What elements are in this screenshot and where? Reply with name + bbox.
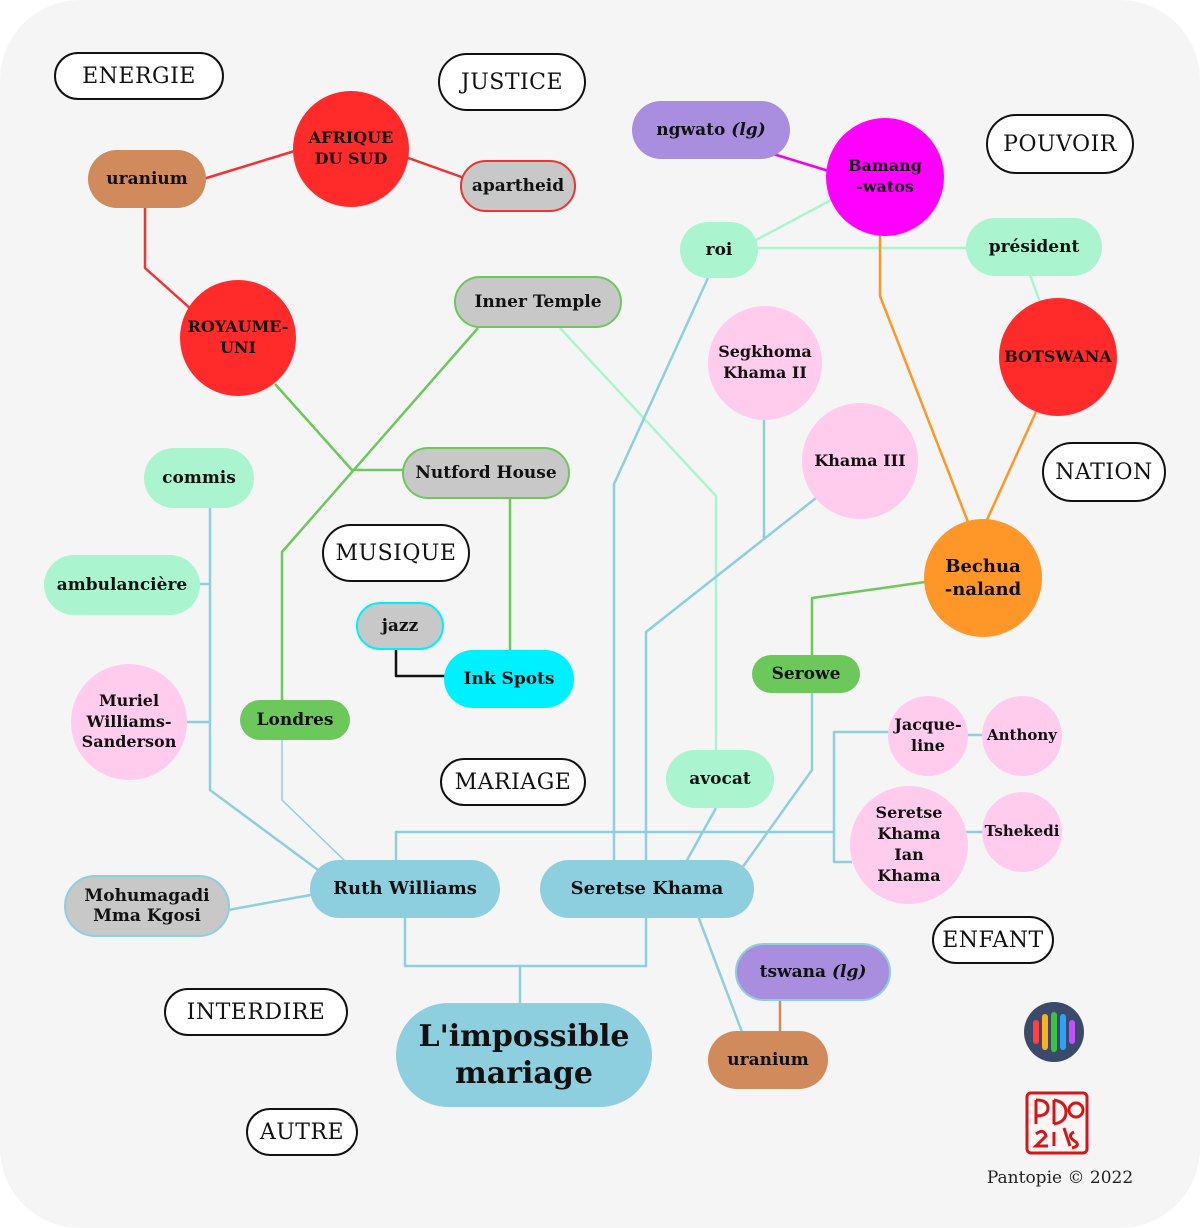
category-energie: ENERGIE <box>54 52 224 100</box>
edge-innertemple-londres <box>280 327 479 702</box>
node-londres: Londres <box>240 700 350 740</box>
tswana-text: tswana <box>759 961 827 982</box>
edge-londres-ruth <box>281 740 347 863</box>
node-ruth-williams: Ruth Williams <box>310 860 500 918</box>
ngwato-lang-suffix: (lg) <box>731 119 766 140</box>
edge-seretse-main <box>520 916 648 968</box>
category-justice: JUSTICE <box>438 53 586 111</box>
edge-bamangwatos-roi <box>755 196 836 242</box>
edge-mohumagadi-ruth <box>227 892 317 912</box>
category-nation: NATION <box>1042 442 1166 502</box>
edge-ruth-main <box>403 916 522 1004</box>
edge-seretse-uranium <box>696 915 744 1033</box>
edge-uranium-afrique <box>199 148 299 182</box>
category-interdire: INTERDIRE <box>164 988 348 1036</box>
pantopie-logo-icon <box>1024 1002 1084 1062</box>
edge-uranium-royaume <box>143 205 193 311</box>
node-commis: commis <box>144 448 254 508</box>
edge-bamangwatos-bechuanaland <box>878 232 970 523</box>
node-uranium-top: uranium <box>88 150 206 208</box>
node-botswana: BOTSWANA <box>999 298 1117 416</box>
node-apartheid: apartheid <box>460 160 576 212</box>
edge-jazz-inkspots <box>394 650 448 678</box>
node-ambulanciere: ambulancière <box>44 555 200 615</box>
node-royaume-uni: ROYAUME- UNI <box>180 280 296 396</box>
node-bechuanaland: Bechua -naland <box>924 519 1042 637</box>
edge-commis-ruth <box>208 508 319 872</box>
category-autre: AUTRE <box>246 1108 358 1156</box>
node-jacqueline: Jacque- line <box>888 696 968 776</box>
node-bamangwatos: Bamang -watos <box>826 118 944 236</box>
edge-khama-seretse <box>644 497 817 862</box>
node-anthony: Anthony <box>982 696 1062 776</box>
category-mariage: MARIAGE <box>440 758 586 806</box>
node-serowe: Serowe <box>752 655 860 693</box>
copyright-text: Pantopie © 2022 <box>986 1168 1134 1188</box>
edge-afrique-apartheid <box>399 153 471 182</box>
category-enfant: ENFANT <box>932 916 1054 964</box>
node-uranium-bottom: uranium <box>708 1031 828 1089</box>
node-khama-iii: Khama III <box>802 403 918 519</box>
edge-royaume-nutford <box>274 383 404 472</box>
node-ngwato: ngwato (lg) <box>632 101 790 159</box>
edge-bechuanaland-serowe <box>810 580 926 656</box>
edge-botswana-bechuanaland <box>984 411 1038 523</box>
node-segkhoma-khama-ii: Segkhoma Khama II <box>708 306 822 420</box>
node-inner-temple: Inner Temple <box>454 276 622 328</box>
node-mohumagadi-mma-kgosi: Mohumagadi Mma Kgosi <box>64 875 230 937</box>
edge-serowe-seretse <box>740 692 814 869</box>
node-nutford-house: Nutford House <box>402 447 570 499</box>
main-title: L'impossible mariage <box>396 1003 652 1107</box>
edge-innertemple-avocat <box>559 327 718 752</box>
node-seretse-khama: Seretse Khama <box>540 860 754 918</box>
edge-children-bracket <box>832 730 890 864</box>
node-seretse-khama-ian-khama: Seretse Khama Ian Khama <box>850 786 968 904</box>
edge-couple-children <box>394 830 834 862</box>
node-jazz: jazz <box>356 602 444 650</box>
ngwato-text: ngwato <box>656 119 726 140</box>
node-ink-spots: Ink Spots <box>444 650 574 708</box>
red-seal-stamp-icon <box>1025 1091 1089 1155</box>
node-avocat: avocat <box>666 750 774 808</box>
edge-avocat-seretse <box>684 807 718 863</box>
edge-roi-seretse <box>612 277 710 862</box>
node-afrique-du-sud: AFRIQUE DU SUD <box>293 91 409 207</box>
category-pouvoir: POUVOIR <box>986 114 1134 174</box>
node-president: président <box>966 218 1102 276</box>
node-roi: roi <box>680 222 758 278</box>
tswana-lang-suffix: (lg) <box>831 961 867 982</box>
edge-president-botswana <box>1028 274 1042 303</box>
node-tshekedi: Tshekedi <box>982 792 1062 872</box>
node-tswana: tswana (lg) <box>735 943 891 1001</box>
node-muriel-williams-sanderson: Muriel Williams- Sanderson <box>71 664 187 780</box>
category-musique: MUSIQUE <box>322 524 470 582</box>
